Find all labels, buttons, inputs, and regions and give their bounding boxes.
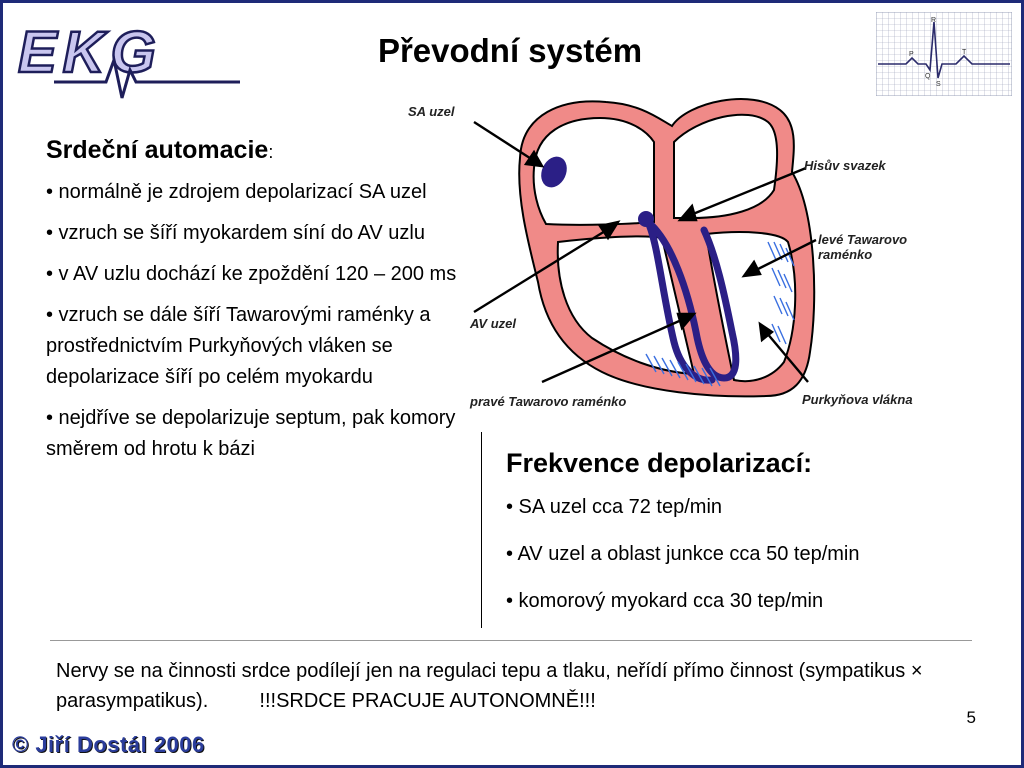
copyright: © Jiří Dostál 2006: [12, 732, 205, 757]
logo-text: EKG: [18, 20, 162, 85]
pointer-arrows: [473, 120, 817, 384]
label-sa-uzel: SA uzel: [408, 104, 455, 119]
ekg-trace: [878, 21, 1010, 79]
label-hisuv-svazek: Hisův svazek: [804, 158, 886, 173]
left-bullet-3: • v AV uzlu dochází ke zpoždění 120 – 20…: [46, 263, 457, 285]
label-purkynova-vlakna: Purkyňova vlákna: [802, 392, 913, 407]
sa-node: [541, 156, 567, 188]
heart-conduction-diagram: SA uzel Hisův svazek levé Tawarovo ramén…: [408, 92, 962, 422]
footer-note-text: Nervy se na činnosti srdce podílejí jen …: [56, 660, 923, 712]
svg-text:S: S: [936, 81, 941, 88]
left-text-column: Srdeční automacie: • normálně je zdrojem…: [46, 136, 466, 475]
ekg-logo: EKG: [14, 10, 246, 102]
footer-note-emphasis: !!!SRDCE PRACUJE AUTONOMNĚ!!!: [259, 690, 596, 712]
left-bullet-1: • normálně je zdrojem depolarizací SA uz…: [46, 181, 427, 203]
left-atrium-cavity: [673, 113, 779, 219]
right-bullet-3: • komorový myokard cca 30 tep/min: [506, 590, 824, 612]
right-bullet-2: • AV uzel a oblast junkce cca 50 tep/min: [506, 543, 860, 565]
label-prave-ramenko: pravé Tawarovo raménko: [470, 394, 627, 409]
svg-text:Q: Q: [925, 73, 931, 80]
svg-text:T: T: [962, 49, 967, 56]
footer-divider: [50, 640, 972, 641]
purkinje-fibers: [645, 241, 795, 387]
page-number: 5: [966, 708, 976, 727]
svg-text:P: P: [909, 51, 914, 58]
page-title: Převodní systém: [377, 32, 643, 69]
svg-text:R: R: [931, 17, 936, 24]
left-bullet-2: • vzruch se šíří myokardem síní do AV uz…: [46, 222, 425, 244]
left-heading: Srdeční automacie:: [46, 136, 274, 164]
right-heading: Frekvence depolarizací:: [506, 448, 813, 478]
right-bullet-1: • SA uzel cca 72 tep/min: [506, 496, 723, 518]
right-atrium-cavity: [532, 116, 655, 226]
logo-ekg-trace: [54, 54, 240, 99]
right-bundle-branch: [644, 218, 716, 384]
ekg-grid-thumbnail: R P T Q S: [875, 11, 1013, 97]
left-bullet-5: • nejdříve se depolarizuje septum, pak k…: [46, 407, 456, 460]
column-divider: [481, 432, 482, 628]
left-bundle-branch: [644, 218, 740, 382]
footer-note: Nervy se na činnosti srdce podílejí jen …: [56, 656, 1006, 716]
right-text-column: Frekvence depolarizací: • SA uzel cca 72…: [506, 448, 986, 632]
label-leve-ramenko: levé Tawarovo raménko: [818, 232, 908, 262]
left-bullet-4: • vzruch se dále šíří Tawarovými raménky…: [46, 304, 431, 388]
label-av-uzel: AV uzel: [470, 316, 516, 331]
